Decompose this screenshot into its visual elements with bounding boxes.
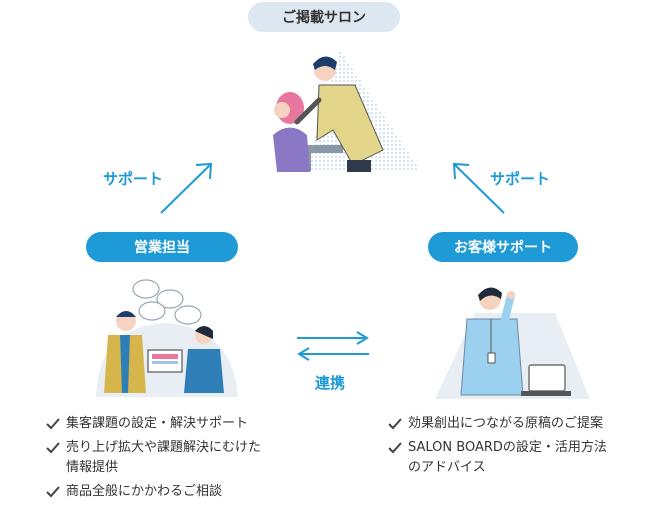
link-arrows-icon [297,331,369,361]
check-icon [46,442,60,454]
list-item-text: 効果創出につながる原稿のご提案 [408,416,604,431]
link-label: 連携 [315,374,346,392]
check-icon [388,442,402,454]
list-item: 売り上げ拡大や課題解決にむけた 情報提供 [46,438,286,478]
list-item: SALON BOARDの設定・活用方法 のアドバイス [388,438,648,478]
salon-illustration [273,50,420,172]
sales-label: 営業担当 [86,232,238,262]
check-icon [46,486,60,498]
salon-label: ご掲載サロン [248,2,400,32]
list-item: 効果創出につながる原稿のご提案 [388,414,648,434]
support-label-text: お客様サポート [454,240,552,256]
support-label: お客様サポート [428,232,578,262]
list-item-text: 集客課題の設定・解決サポート [66,416,249,431]
speech-bubble-icon [132,279,202,325]
list-item-text: 売り上げ拡大や課題解決にむけた 情報提供 [66,440,262,475]
left-arrow-icon [160,162,213,214]
list-item-text: SALON BOARDの設定・活用方法 のアドバイス [408,440,607,475]
check-icon [46,418,60,430]
left-support-label: サポート [103,170,164,188]
right-support-label: サポート [490,170,551,188]
sales-service-list: 集客課題の設定・解決サポート 売り上げ拡大や課題解決にむけた 情報提供 商品全般… [46,414,286,506]
sales-illustration [96,279,238,397]
sales-label-text: 営業担当 [134,240,190,256]
list-item: 商品全般にかかわるご相談 [46,482,286,502]
check-icon [388,418,402,430]
support-illustration [435,287,590,399]
list-item-text: 商品全般にかかわるご相談 [66,484,223,499]
salon-label-text: ご掲載サロン [282,10,366,26]
right-arrow-icon [452,162,505,214]
support-service-list: 効果創出につながる原稿のご提案 SALON BOARDの設定・活用方法 のアドバ… [388,414,648,482]
list-item: 集客課題の設定・解決サポート [46,414,286,434]
